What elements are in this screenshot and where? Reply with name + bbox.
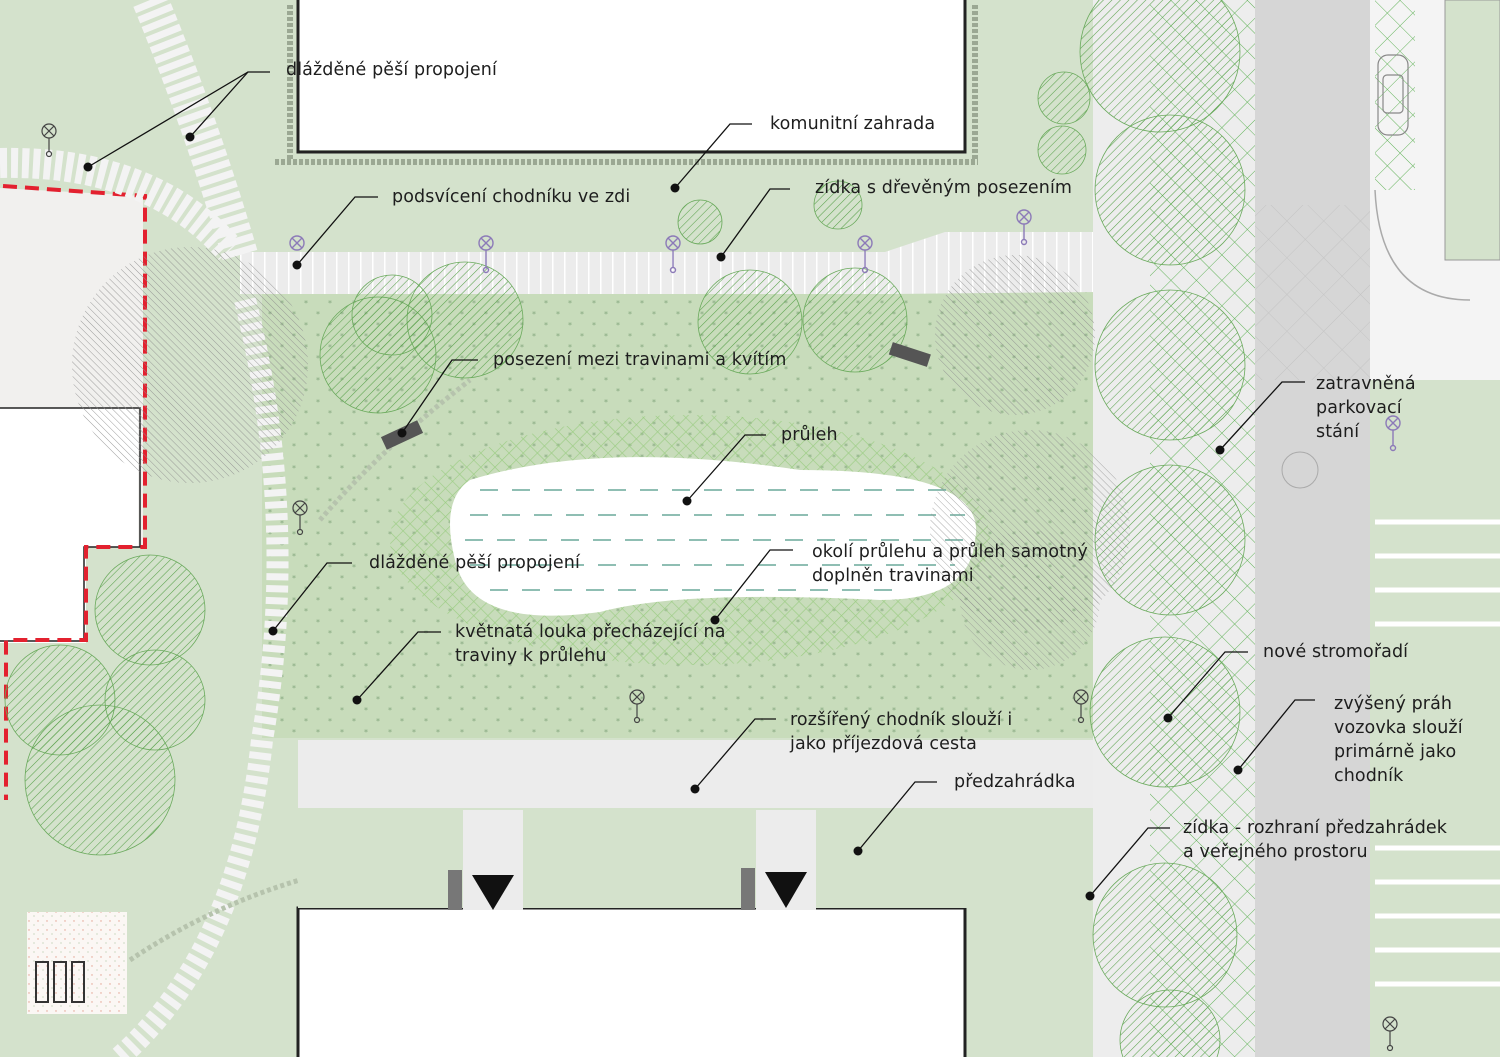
leader-dots bbox=[83, 132, 1243, 901]
label-line: traviny k průlehu bbox=[455, 646, 607, 666]
label-raised-threshold: zvýšený práh vozovka slouží primárně jak… bbox=[1334, 692, 1463, 788]
leader-lines bbox=[87, 71, 1315, 897]
bottom-building bbox=[298, 908, 965, 1057]
label-line: zídka - rozhraní předzahrádek bbox=[1183, 818, 1447, 838]
top-building bbox=[298, 0, 965, 150]
label-line: jako příjezdová cesta bbox=[790, 734, 977, 754]
label-meadow: květnatá louka přecházející na traviny k… bbox=[455, 620, 726, 668]
label-line: květnatá louka přecházející na bbox=[455, 622, 726, 642]
label-line: vozovka slouží bbox=[1334, 718, 1463, 738]
trees bbox=[4, 0, 1246, 1057]
road bbox=[1255, 0, 1370, 1057]
paved-path-diagonal bbox=[133, 0, 258, 261]
label-swale: průleh bbox=[781, 425, 838, 445]
street-lamp-icon bbox=[41, 123, 1398, 1052]
label-wall-wood-seating: zídka s dřevěným posezením bbox=[815, 178, 1073, 198]
label-line: a veřejného prostoru bbox=[1183, 842, 1368, 862]
front-garden bbox=[298, 812, 1093, 908]
label-wall-interface: zídka - rozhraní předzahrádek a veřejnéh… bbox=[1183, 816, 1447, 864]
label-line: zatravněná bbox=[1316, 374, 1416, 394]
left-building-lower bbox=[0, 408, 138, 643]
widened-sidewalk bbox=[298, 740, 1093, 808]
label-line: stání bbox=[1316, 422, 1360, 442]
label-swale-surround: okolí průlehu a průleh samotný doplněn t… bbox=[812, 540, 1088, 588]
lit-sidewalk bbox=[240, 252, 890, 294]
entrance-triangle-icon bbox=[472, 875, 514, 910]
plot-boundary bbox=[2, 184, 147, 800]
label-paved-path-mid: dlážděné pěší propojení bbox=[369, 553, 580, 573]
entrance-triangle-icon bbox=[765, 872, 807, 908]
label-line: okolí průlehu a průleh samotný bbox=[812, 542, 1088, 562]
street-lamp-icon bbox=[289, 209, 1401, 452]
label-community-garden: komunitní zahrada bbox=[770, 114, 936, 134]
label-line: rozšířený chodník slouží i bbox=[790, 710, 1013, 730]
label-seating-grasses: posezení mezi travinami a kvítím bbox=[493, 350, 787, 370]
label-line: chodník bbox=[1334, 766, 1404, 786]
label-line: doplněn travinami bbox=[812, 566, 974, 586]
label-new-tree-row: nové stromořadí bbox=[1263, 642, 1409, 662]
bike-rack-icon bbox=[35, 961, 85, 1003]
front-garden-wall bbox=[448, 870, 462, 910]
parked-car-icon bbox=[1377, 54, 1409, 136]
label-line: parkovací bbox=[1316, 398, 1402, 418]
label-wall-lighting: podsvícení chodníku ve zdi bbox=[392, 187, 631, 207]
label-line: primárně jako bbox=[1334, 742, 1457, 762]
label-widened-sidewalk: rozšířený chodník slouží i jako příjezdo… bbox=[790, 708, 1012, 756]
swale bbox=[450, 457, 977, 616]
existing-trees bbox=[72, 247, 1319, 670]
label-front-garden: předzahrádka bbox=[954, 772, 1076, 792]
bench-icon bbox=[888, 342, 931, 367]
label-grassed-parking: zatravněná parkovací stání bbox=[1316, 372, 1416, 444]
paved-path-curve-top bbox=[0, 147, 242, 261]
label-paved-path-top: dlážděné pěší propojení bbox=[286, 60, 497, 80]
label-line: zvýšený práh bbox=[1334, 694, 1453, 714]
